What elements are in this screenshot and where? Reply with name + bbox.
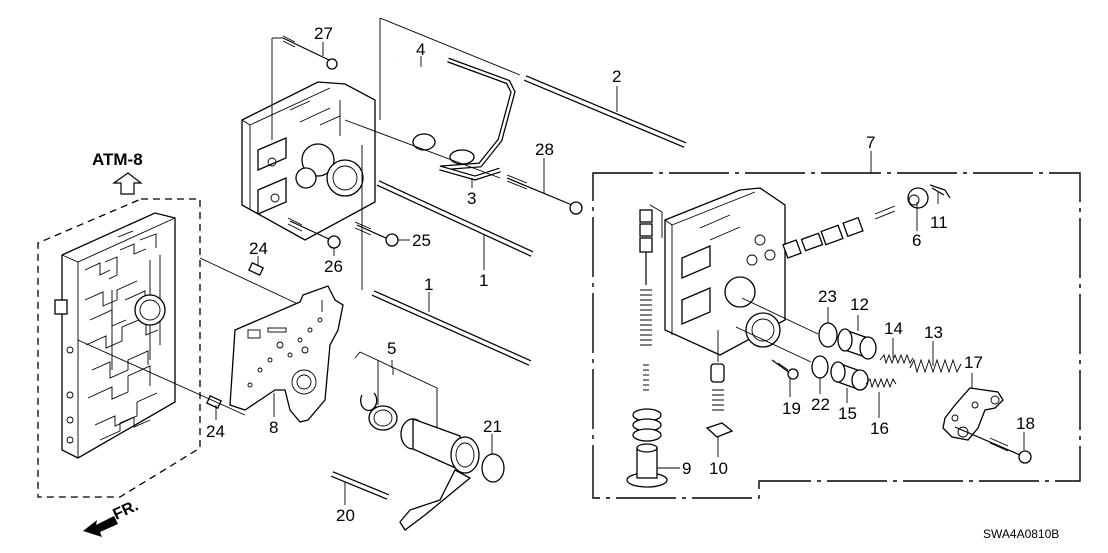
callout-4[interactable]: 4 [416, 40, 425, 59]
valve-sleeve-6[interactable] [907, 187, 929, 209]
front-direction-indicator: FR. [83, 497, 141, 537]
callout-labels: 27 4 2 28 3 7 6 11 25 26 1 1 24 24 8 5 2… [206, 24, 1035, 525]
bolt-28[interactable] [506, 174, 583, 215]
accumulator-cover-17[interactable] [942, 387, 1004, 441]
pipe-4[interactable] [392, 58, 457, 151]
callout-18[interactable]: 18 [1016, 414, 1035, 433]
valve-body-7-boundary [592, 172, 1081, 499]
pipe-20[interactable] [330, 471, 390, 500]
callout-28[interactable]: 28 [535, 140, 554, 159]
callout-24-upper[interactable]: 24 [249, 239, 268, 258]
valve-spool-stack[interactable] [632, 209, 662, 442]
regulator-valve-body[interactable] [241, 81, 376, 241]
callout-20[interactable]: 20 [336, 506, 355, 525]
separator-plate-8[interactable] [229, 285, 344, 423]
leader-line [379, 17, 521, 120]
main-valve-body[interactable] [54, 212, 176, 459]
bolt-25[interactable] [354, 221, 399, 247]
callout-24-lower[interactable]: 24 [206, 422, 225, 441]
filter-10[interactable] [705, 422, 734, 438]
callout-13[interactable]: 13 [924, 323, 943, 342]
bolt-18[interactable] [954, 426, 1032, 464]
callout-14[interactable]: 14 [884, 319, 903, 338]
valve-9[interactable] [626, 443, 668, 488]
bolt-27[interactable] [282, 35, 338, 70]
callout-1-upper[interactable]: 1 [479, 271, 488, 290]
main-valve-body-boundary [37, 198, 201, 498]
bolt-19[interactable] [771, 359, 799, 380]
callout-15[interactable]: 15 [838, 404, 857, 423]
callout-27[interactable]: 27 [314, 24, 333, 43]
callout-23[interactable]: 23 [818, 287, 837, 306]
bolt-26[interactable] [287, 217, 341, 249]
o-ring-23[interactable] [818, 322, 838, 348]
o-ring-21[interactable] [481, 453, 505, 483]
pipe-3[interactable] [439, 57, 516, 181]
callout-12[interactable]: 12 [850, 295, 869, 314]
callout-17[interactable]: 17 [964, 353, 983, 372]
callout-11[interactable]: 11 [930, 213, 948, 232]
up-arrow-icon [112, 172, 143, 195]
callout-26[interactable]: 26 [324, 257, 343, 276]
piston-15[interactable] [830, 361, 869, 391]
pipe-1-upper[interactable] [376, 180, 534, 257]
leader-line [344, 119, 501, 179]
reference-label[interactable]: ATM-8 [92, 150, 143, 169]
secondary-valve-body-7[interactable] [664, 187, 786, 356]
piston-12[interactable] [837, 328, 877, 360]
callout-25[interactable]: 25 [412, 231, 431, 250]
callout-3[interactable]: 3 [467, 189, 476, 208]
leader-line [735, 326, 812, 363]
pipe-2[interactable] [523, 75, 687, 148]
leader-line [741, 297, 819, 335]
callout-21[interactable]: 21 [483, 417, 502, 436]
front-label: FR. [111, 497, 142, 523]
callout-5[interactable]: 5 [387, 339, 396, 358]
dowel-pin-24-lower[interactable] [206, 394, 222, 410]
callout-7[interactable]: 7 [866, 133, 875, 152]
front-arrow-icon [83, 516, 118, 537]
pipe-1-lower[interactable] [371, 290, 532, 366]
callout-19[interactable]: 19 [782, 399, 801, 418]
diagram-code: SWA4A0810B [983, 527, 1059, 541]
spool-valve[interactable] [782, 205, 896, 259]
stator-shaft-5[interactable] [354, 351, 480, 531]
callout-2[interactable]: 2 [612, 67, 621, 86]
callout-10[interactable]: 10 [709, 459, 728, 478]
plug-spring[interactable] [710, 363, 725, 411]
callout-22[interactable]: 22 [811, 395, 830, 414]
spring-16[interactable] [865, 377, 897, 389]
callout-8[interactable]: 8 [269, 418, 278, 437]
o-ring-22[interactable] [811, 355, 829, 379]
spring-14[interactable] [879, 353, 914, 365]
callout-1-lower[interactable]: 1 [424, 275, 433, 294]
dowel-pin-24-upper[interactable] [248, 261, 264, 277]
callout-9[interactable]: 9 [682, 459, 691, 478]
clip-11[interactable] [929, 184, 951, 199]
spring-13[interactable] [909, 358, 962, 374]
callout-16[interactable]: 16 [870, 419, 889, 438]
callout-6[interactable]: 6 [912, 231, 921, 250]
main-valve-body-group [37, 198, 201, 498]
